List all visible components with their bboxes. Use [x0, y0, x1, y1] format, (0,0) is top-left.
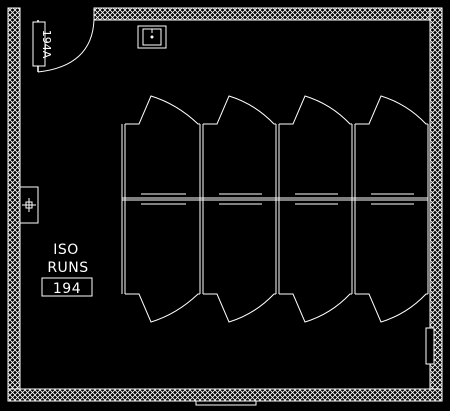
door-tag	[32, 21, 46, 67]
kennel-gate-top	[125, 95, 200, 125]
kennel-gate-bottom	[279, 293, 352, 323]
door-194a: 194A	[32, 8, 95, 73]
exterior-walls	[7, 7, 443, 406]
kennel-gate-top	[279, 95, 352, 125]
kennel-gate-top	[203, 95, 276, 125]
room-label: ISO RUNS 194	[41, 242, 93, 297]
wall-fixture-icon	[19, 186, 39, 224]
wall-panel-icon	[425, 327, 435, 365]
kennel-gate-bottom	[203, 293, 276, 323]
room-number-box	[41, 277, 93, 297]
room-name-line2: RUNS	[47, 260, 88, 276]
room-name-line1: ISO	[53, 242, 79, 258]
door-label: 194A	[40, 30, 53, 59]
kennel-gate-top	[355, 95, 428, 125]
kennel-gate-bottom	[355, 293, 428, 323]
sink-icon	[137, 25, 167, 49]
kennel-gate-bottom	[125, 293, 200, 323]
kennel-runs	[121, 95, 429, 323]
room-number: 194	[53, 281, 81, 297]
